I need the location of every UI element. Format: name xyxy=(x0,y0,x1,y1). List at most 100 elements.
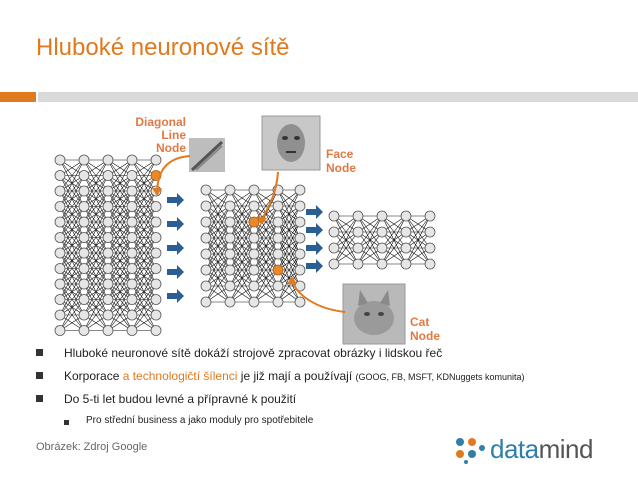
network-node xyxy=(329,243,339,253)
network-node xyxy=(401,227,411,237)
network-node xyxy=(377,227,387,237)
network-node xyxy=(103,233,113,243)
network-node xyxy=(103,248,113,258)
network-node xyxy=(55,279,65,289)
network-node xyxy=(377,243,387,253)
network-node xyxy=(127,310,137,320)
bullet-text: Do 5-ti let budou levné a přípravné k po… xyxy=(64,392,296,406)
network-node xyxy=(79,171,89,181)
network-node xyxy=(273,217,283,227)
layer-arrow-icon xyxy=(306,241,323,255)
layer-arrow-icon xyxy=(306,223,323,237)
network-node xyxy=(55,310,65,320)
network-node xyxy=(225,281,235,291)
network-node xyxy=(55,186,65,196)
network-node xyxy=(273,297,283,307)
network-node xyxy=(353,211,363,221)
face-thumbnail xyxy=(262,116,320,170)
layer-arrow-icon xyxy=(306,205,323,219)
network-node xyxy=(103,155,113,165)
network-node xyxy=(295,249,305,259)
network-node xyxy=(201,281,211,291)
network-node xyxy=(55,295,65,305)
network-node xyxy=(249,185,259,195)
highlight-text: a technologičtí šílenci xyxy=(123,369,238,383)
network-node xyxy=(353,243,363,253)
network-node xyxy=(127,202,137,212)
bullet-list: Hluboké neuronové sítě dokáží strojově z… xyxy=(36,346,634,438)
label-diagonal-line-1: Diagonal xyxy=(135,115,186,129)
network-node xyxy=(79,186,89,196)
network-node xyxy=(79,248,89,258)
network-node xyxy=(201,265,211,275)
network-node xyxy=(201,185,211,195)
network-node xyxy=(225,185,235,195)
network-node xyxy=(127,217,137,227)
bullet-item: Do 5-ti let budou levné a přípravné k po… xyxy=(36,392,634,412)
network-node xyxy=(127,155,137,165)
network-node xyxy=(127,248,137,258)
network-node xyxy=(79,217,89,227)
network-node xyxy=(151,217,161,227)
network-node xyxy=(425,227,435,237)
network-node xyxy=(225,233,235,243)
square-bullet-icon xyxy=(36,349,43,356)
diagonal-callout-arrow xyxy=(157,156,190,192)
network-node xyxy=(55,202,65,212)
network-node xyxy=(151,264,161,274)
network-node xyxy=(201,249,211,259)
network-node xyxy=(103,202,113,212)
network-node xyxy=(103,279,113,289)
network-node xyxy=(329,259,339,269)
network-node xyxy=(201,201,211,211)
network-node xyxy=(225,297,235,307)
network-node xyxy=(151,326,161,336)
network-node xyxy=(353,259,363,269)
network-node xyxy=(425,243,435,253)
network-node xyxy=(401,211,411,221)
network-node xyxy=(295,265,305,275)
label-diagonal-line-3: Node xyxy=(156,141,186,155)
bullet-item: Korporace a technologičtí šílenci je již… xyxy=(36,369,634,389)
network-node xyxy=(201,233,211,243)
network-node xyxy=(249,249,259,259)
network-node xyxy=(225,201,235,211)
network-node xyxy=(329,211,339,221)
network-node xyxy=(249,265,259,275)
network-node xyxy=(249,297,259,307)
network-node xyxy=(151,310,161,320)
datamind-logo: datamind xyxy=(454,432,604,468)
network-node xyxy=(79,202,89,212)
network-node xyxy=(249,233,259,243)
network-node xyxy=(127,279,137,289)
network-node xyxy=(55,264,65,274)
slide-title: Hluboké neuronové sítě xyxy=(36,34,290,62)
companies-note: (GOOG, FB, MSFT, KDNuggets komunita) xyxy=(356,372,525,382)
network-node xyxy=(273,201,283,211)
bullet-item: Hluboké neuronové sítě dokáží strojově z… xyxy=(36,346,634,366)
highlighted-node xyxy=(273,265,283,275)
layer-arrow-icon xyxy=(167,217,184,231)
layer-arrow-icon xyxy=(167,265,184,279)
square-bullet-icon xyxy=(36,395,43,402)
square-bullet-icon xyxy=(36,372,43,379)
network-node xyxy=(225,217,235,227)
layer-arrow-icon xyxy=(167,241,184,255)
network-node xyxy=(151,248,161,258)
network-node xyxy=(79,310,89,320)
network-node xyxy=(295,185,305,195)
layer-arrow-icon xyxy=(167,193,184,207)
network-node xyxy=(401,259,411,269)
bullet-text: Hluboké neuronové sítě dokáží strojově z… xyxy=(64,346,442,360)
label-cat-2: Node xyxy=(410,329,440,343)
network-node xyxy=(79,295,89,305)
network-node xyxy=(329,227,339,237)
sub-bullet-text: Pro střední business a jako moduly pro s… xyxy=(86,415,313,426)
network-node xyxy=(55,171,65,181)
network-node xyxy=(103,310,113,320)
network-node xyxy=(151,279,161,289)
layer-arrow-icon xyxy=(306,259,323,273)
network-node xyxy=(295,217,305,227)
network-node xyxy=(79,279,89,289)
